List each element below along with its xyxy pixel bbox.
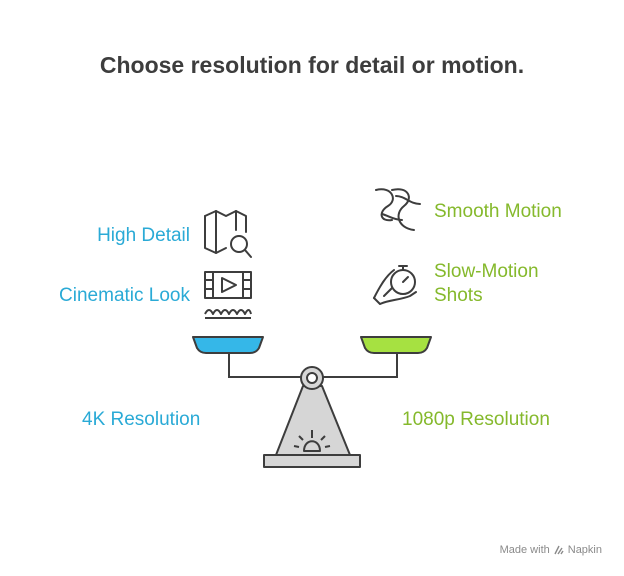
hand-stopwatch-icon [373, 265, 417, 305]
option-4k-resolution: 4K Resolution [82, 409, 201, 430]
scale-pivot [300, 366, 324, 390]
feature-smooth-motion: Smooth Motion [434, 201, 562, 222]
feature-high-detail: High Detail [97, 225, 190, 246]
feature-shots: Shots [434, 285, 483, 306]
napkin-logo-icon [554, 545, 564, 555]
napkin-brand: Napkin [567, 544, 602, 556]
right-pan [360, 336, 432, 354]
winding-road-icon [375, 188, 421, 231]
option-1080p-resolution: 1080p Resolution [402, 409, 550, 430]
made-with-label: Made with [499, 544, 550, 556]
diagram-title: Choose resolution for detail or motion. [99, 52, 525, 78]
left-pan [192, 336, 264, 354]
scale-base [263, 385, 361, 468]
feature-slow-motion: Slow-Motion [434, 261, 539, 282]
map-search-icon [204, 210, 252, 258]
feature-cinematic-look: Cinematic Look [59, 285, 190, 306]
film-audience-icon [204, 271, 252, 319]
made-with-napkin-footer: Made with Napkin [500, 544, 602, 556]
